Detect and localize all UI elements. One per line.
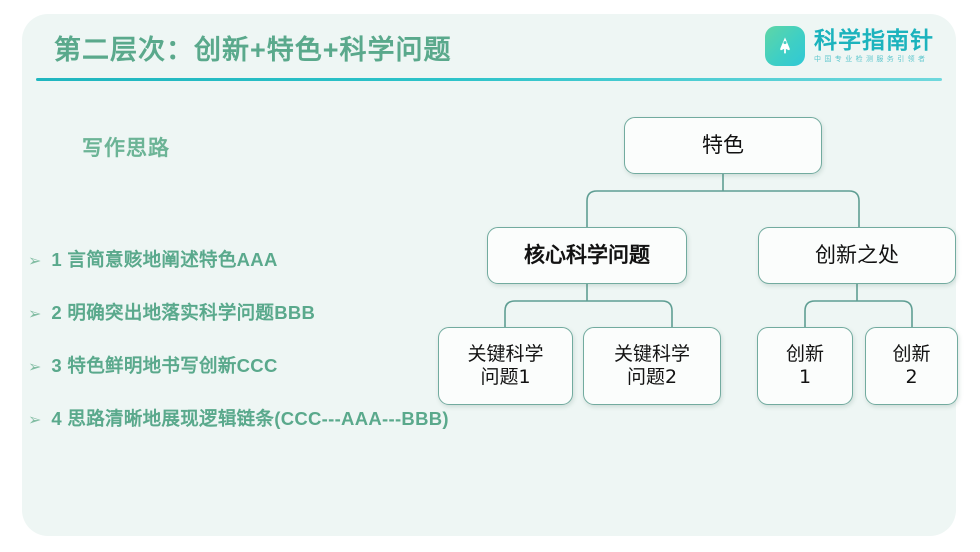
list-item-label: 4 思路清晰地展现逻辑链条(CCC---AAA---BBB) <box>51 408 449 429</box>
list-item-label: 2 明确突出地落实科学问题BBB <box>51 302 316 323</box>
compass-app-icon <box>765 26 805 66</box>
arrow-bullet-icon: ➢ <box>28 412 42 429</box>
list-item: ➢ 2 明确突出地落实科学问题BBB <box>28 299 452 325</box>
bullet-list: ➢ 1 言简意赅地阐述特色AAA ➢ 2 明确突出地落实科学问题BBB ➢ 3 … <box>28 246 452 458</box>
node-label: 关键科学问题2 <box>613 342 690 388</box>
node-innovation-points: 创新之处 <box>758 227 956 284</box>
list-item: ➢ 3 特色鲜明地书写创新CCC <box>28 352 452 378</box>
list-item: ➢ 4 思路清晰地展现逻辑链条(CCC---AAA---BBB) <box>28 405 452 431</box>
node-root: 特色 <box>624 117 822 174</box>
node-label: 特色 <box>702 132 744 157</box>
arrow-bullet-icon: ➢ <box>28 253 42 270</box>
arrow-bullet-icon: ➢ <box>28 306 42 323</box>
node-key-question-2: 关键科学问题2 <box>583 327 721 405</box>
section-heading: 写作思路 <box>82 137 170 160</box>
slide-header: 第二层次：创新+特色+科学问题 科学指南针 中国专业检测服务引领者 <box>22 14 956 86</box>
list-item: ➢ 1 言简意赅地阐述特色AAA <box>28 246 452 272</box>
list-item-label: 3 特色鲜明地书写创新CCC <box>51 355 278 376</box>
brand-logo: 科学指南针 中国专业检测服务引领者 <box>765 26 934 66</box>
logo-brand-name: 科学指南针 <box>814 27 934 53</box>
title-underline <box>36 78 942 81</box>
node-label: 核心科学问题 <box>524 242 650 267</box>
node-core-scientific-question: 核心科学问题 <box>487 227 687 284</box>
node-key-question-1: 关键科学问题1 <box>438 327 573 405</box>
page-title: 第二层次：创新+特色+科学问题 <box>54 35 452 65</box>
slide-panel: 第二层次：创新+特色+科学问题 科学指南针 中国专业检测服务引领者 写作思路 ➢… <box>22 14 958 536</box>
node-label: 关键科学问题1 <box>467 342 544 388</box>
list-item-label: 1 言简意赅地阐述特色AAA <box>51 249 278 270</box>
writing-approach-section: 写作思路 ➢ 1 言简意赅地阐述特色AAA ➢ 2 明确突出地落实科学问题BBB… <box>22 86 452 536</box>
logo-tagline: 中国专业检测服务引领者 <box>814 56 929 63</box>
arrow-bullet-icon: ➢ <box>28 359 42 376</box>
node-label: 创新之处 <box>815 242 899 267</box>
